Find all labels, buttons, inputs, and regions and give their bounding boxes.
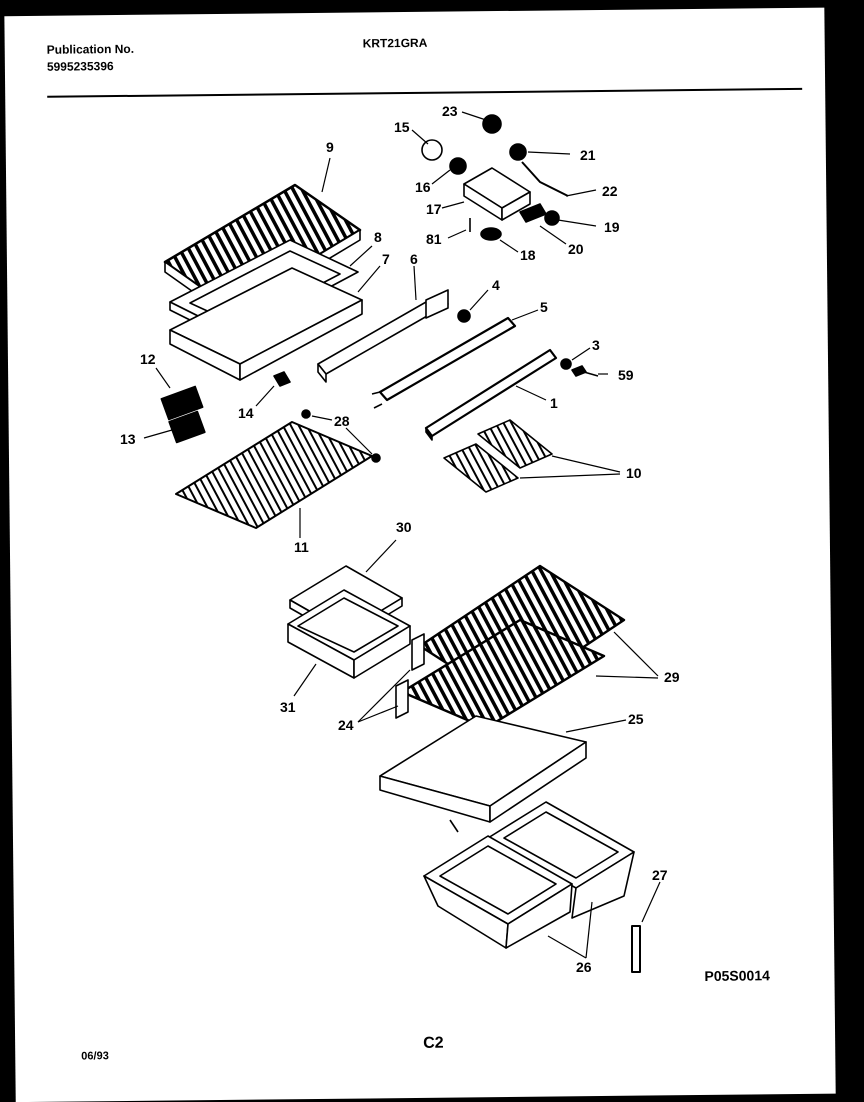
callout-4: 4 — [492, 277, 500, 293]
meat-keeper-pan — [287, 589, 411, 679]
callout-15: 15 — [394, 119, 410, 135]
callout-27: 27 — [652, 867, 668, 883]
callout-29: 29 — [664, 669, 680, 685]
callout-9: 9 — [326, 139, 334, 155]
bushing-4-shape — [457, 309, 471, 323]
callout-22: 22 — [602, 183, 618, 199]
callout-labels: 23 15 21 9 16 22 17 19 81 20 18 8 7 6 4 … — [120, 103, 680, 975]
callout-21: 21 — [580, 147, 596, 163]
callout-5: 5 — [540, 299, 548, 315]
callout-6: 6 — [410, 251, 418, 267]
wire-shelf — [175, 421, 373, 529]
callout-30: 30 — [396, 519, 412, 535]
shelf-support-5 — [371, 316, 517, 409]
callout-19: 19 — [604, 219, 620, 235]
callout-26: 26 — [576, 959, 592, 975]
callout-31: 31 — [280, 699, 296, 715]
shelf-support-1 — [424, 348, 558, 441]
callout-12: 12 — [140, 351, 156, 367]
callout-20: 20 — [568, 241, 584, 257]
screw-59-shape — [571, 365, 599, 377]
callout-8: 8 — [374, 229, 382, 245]
part-28b-shape — [371, 453, 381, 463]
clip-14-shape — [273, 371, 291, 387]
part-28a-shape — [301, 409, 311, 419]
callout-17: 17 — [426, 201, 442, 217]
callout-18: 18 — [520, 247, 536, 263]
light-assembly — [421, 114, 569, 241]
crisper-pan-right — [487, 801, 635, 919]
callout-23: 23 — [442, 103, 458, 119]
callout-7: 7 — [382, 251, 390, 267]
crisper-pan-left — [423, 835, 573, 949]
callout-1: 1 — [550, 395, 558, 411]
callout-11: 11 — [294, 539, 309, 555]
callout-28: 28 — [334, 413, 350, 429]
leader-lines — [143, 111, 661, 959]
callout-81: 81 — [426, 231, 442, 247]
egg-trays — [443, 419, 553, 493]
callout-10: 10 — [626, 465, 642, 481]
control-knobs — [160, 385, 206, 444]
callout-24: 24 — [338, 717, 354, 733]
lower-glass-shelf — [395, 618, 606, 730]
callout-3: 3 — [592, 337, 600, 353]
callout-25: 25 — [628, 711, 644, 727]
shelf-support-6 — [317, 289, 449, 383]
screw-3-shape — [560, 358, 572, 370]
crisper-cover — [379, 715, 587, 833]
callout-59: 59 — [618, 367, 634, 383]
callout-13: 13 — [120, 431, 136, 447]
cover-glass — [169, 267, 363, 381]
trim-27-shape — [631, 925, 641, 973]
callout-14: 14 — [238, 405, 254, 421]
callout-16: 16 — [415, 179, 431, 195]
